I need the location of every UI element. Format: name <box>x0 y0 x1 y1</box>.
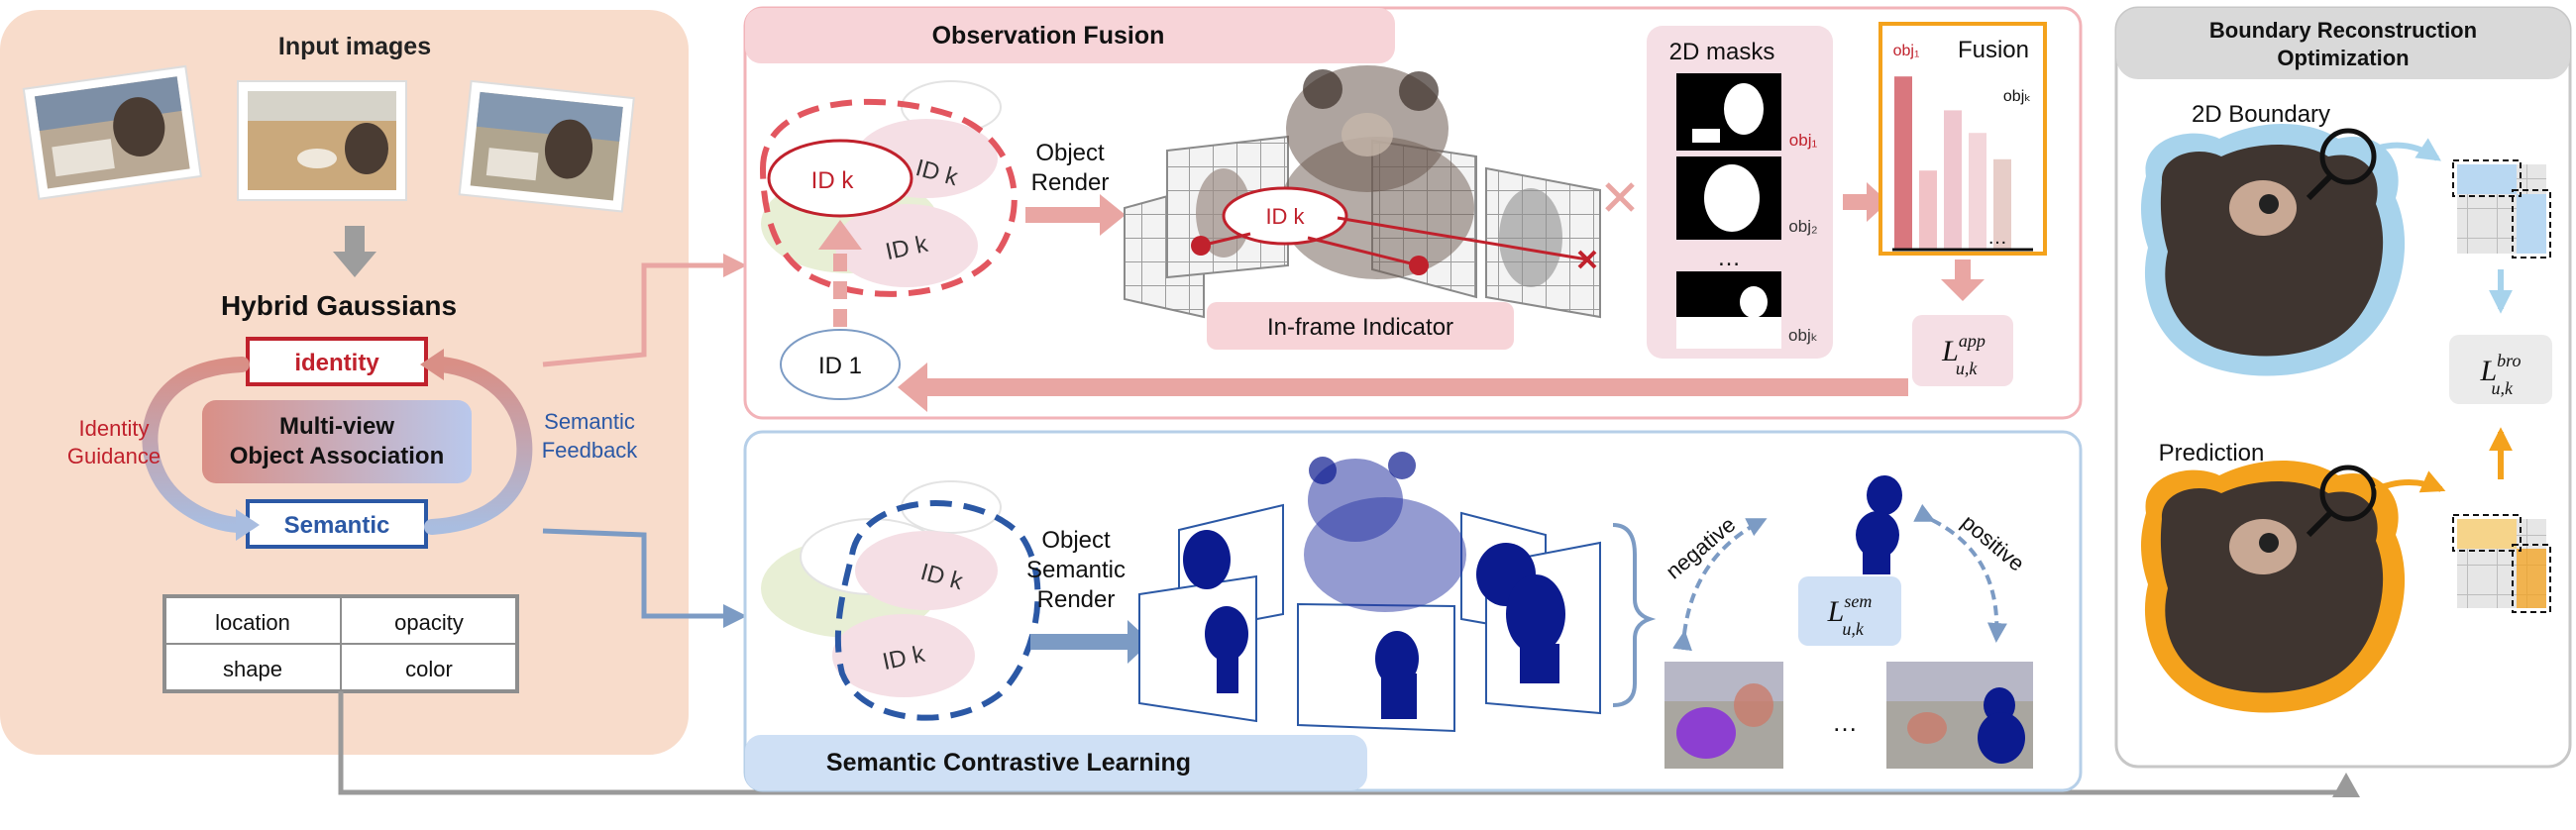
semantic-header <box>745 735 1367 790</box>
semantic-render-line1: Object <box>1041 527 1111 554</box>
fusion-feedback-arrow <box>898 363 927 412</box>
semantic-brace <box>1612 523 1657 707</box>
in-frame-indicator-label: In-frame Indicator <box>1267 314 1453 341</box>
semantic-render-line3: Render <box>1037 586 1116 613</box>
fusion-idk-main: ID k <box>811 167 855 194</box>
target-mask-shape <box>1856 475 1902 574</box>
fusion-bars <box>1894 76 2011 251</box>
fusion-dashed-group <box>759 98 1018 297</box>
fusion-obj1-label: obj₁ <box>1893 43 1920 59</box>
fusion-title: Observation Fusion <box>932 22 1165 50</box>
input-image-3 <box>458 79 635 213</box>
association-line2: Object Association <box>230 443 445 469</box>
boundary-to-grid-arrow <box>2375 138 2441 161</box>
bear-boundary-image <box>2141 124 2406 376</box>
fusion-blob-idk-2 <box>835 204 978 287</box>
object-render-arrow <box>1100 194 1126 236</box>
in-frame-indicator-box <box>1207 302 1514 350</box>
multiply-icon <box>1605 182 1635 212</box>
in-frame-idk-ellipse <box>1222 186 1348 246</box>
fusion-bar <box>1894 76 1912 250</box>
in-frame-idk-label: ID k <box>1265 204 1305 229</box>
masks-title: 2D masks <box>1669 39 1775 65</box>
indicator-x-icon <box>1577 250 1597 269</box>
prediction-grid <box>2452 514 2551 613</box>
id1-label: ID 1 <box>818 353 862 379</box>
object-render-line2: Render <box>1031 169 1110 196</box>
attr-shape: shape <box>223 657 282 681</box>
mask-label-2: obj₂ <box>1788 217 1817 236</box>
semantic-blob-idk-2 <box>832 614 975 697</box>
masks-ellipsis: … <box>1717 245 1741 271</box>
boundary-title-line1: Boundary Reconstruction <box>2209 18 2477 43</box>
association-line1: Multi-view <box>279 413 394 440</box>
mask-label-1: obj₁ <box>1789 131 1818 150</box>
identity-label: identity <box>294 350 379 376</box>
semantic-dashed-group <box>834 499 1041 721</box>
boundary-header <box>2116 8 2570 79</box>
id1-ellipse <box>780 329 901 400</box>
boundary-title-line2: Optimization <box>2277 46 2409 70</box>
loss-sem-box <box>1798 576 1901 646</box>
input-image-2 <box>237 80 407 201</box>
attr-opacity: opacity <box>394 610 464 635</box>
fusion-bar <box>1969 133 1986 250</box>
boundary-2d-label: 2D Boundary <box>2192 101 2330 128</box>
bear-prediction-image <box>2141 461 2406 713</box>
identity-guidance-arrow <box>142 357 250 533</box>
boundary-grid <box>2452 159 2551 259</box>
indicator-dot-2 <box>1409 256 1429 275</box>
to-fusion-arrow <box>542 262 731 367</box>
fusion-objk-label: objₖ <box>2003 88 2031 105</box>
semantic-point-cloud <box>1304 452 1466 612</box>
to-loss-app-arrow <box>1941 279 1985 301</box>
fusion-blob-idk-1 <box>767 139 913 218</box>
down-arrow <box>345 226 365 254</box>
identity-guidance-line1: Identity <box>79 416 150 441</box>
object-render-line1: Object <box>1035 140 1105 166</box>
prediction-to-grid-arrow <box>2374 470 2446 493</box>
loss-app-box <box>1912 315 2013 386</box>
semantic-feedback-arrow <box>424 357 533 535</box>
mask-label-3: objₖ <box>1788 326 1818 345</box>
magnifier-icon-2 <box>2306 465 2377 538</box>
fusion-label: Fusion <box>1958 37 2029 63</box>
semantic-render-line2: Semantic <box>1026 557 1126 583</box>
positive-feature-image <box>1886 662 2033 769</box>
magnifier-icon-1 <box>2306 128 2377 201</box>
object-association-box <box>202 400 472 483</box>
identity-guidance-line2: Guidance <box>67 444 161 468</box>
attr-color: color <box>405 657 453 681</box>
feature-ellipsis: … <box>1832 707 1858 737</box>
positive-arrow <box>1913 503 2007 643</box>
to-semantic-arrow <box>542 528 731 619</box>
input-images-label: Input images <box>278 33 431 60</box>
indicator-dot-1 <box>1191 236 1211 256</box>
attr-location: location <box>215 610 290 635</box>
fusion-bar <box>1944 110 1962 251</box>
fusion-chart-ellipsis: … <box>1987 227 2007 249</box>
semantic-feedback-line1: Semantic <box>544 409 635 434</box>
semantic-blob-idk-1 <box>855 531 998 610</box>
input-image-1 <box>22 64 202 200</box>
fusion-header <box>745 8 1395 63</box>
negative-arrow <box>1672 518 1768 652</box>
semantic-label: Semantic <box>284 512 390 539</box>
fusion-bar <box>1993 158 2011 250</box>
semantic-feedback-line2: Feedback <box>542 438 639 463</box>
semantic-title: Semantic Contrastive Learning <box>826 749 1191 777</box>
prediction-label: Prediction <box>2159 440 2265 467</box>
fusion-bar <box>1919 170 1937 250</box>
negative-feature-image <box>1664 662 1783 769</box>
loss-bro-box <box>2449 335 2552 404</box>
to-fusion-chart-arrow <box>1867 182 1888 222</box>
hybrid-gaussians-label: Hybrid Gaussians <box>221 290 457 321</box>
